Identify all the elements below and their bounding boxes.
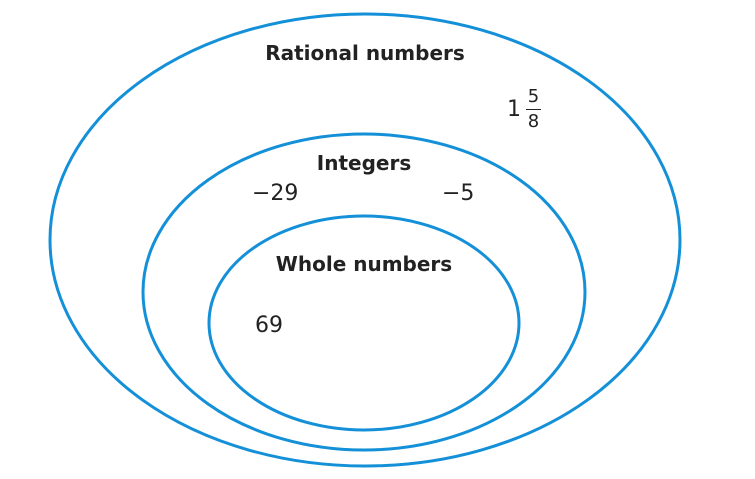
rational-element-mixed-number: 1 5 8: [507, 87, 541, 132]
fraction-bar: [526, 109, 541, 110]
whole-numbers-ellipse: [207, 214, 521, 432]
integer-element: −5: [442, 181, 475, 206]
integers-ellipse: [141, 132, 587, 452]
rational-numbers-label: Rational numbers: [265, 41, 465, 65]
whole-number-element: 69: [255, 313, 283, 338]
fraction-numerator: 5: [527, 86, 540, 107]
fraction-denominator: 8: [527, 111, 540, 132]
integers-label: Integers: [316, 151, 412, 175]
rational-numbers-ellipse: [48, 12, 682, 468]
whole-numbers-label: Whole numbers: [275, 252, 453, 276]
mixed-number-whole-part: 1: [507, 97, 521, 122]
integer-element: −29: [252, 181, 299, 206]
fraction: 5 8: [526, 87, 541, 132]
